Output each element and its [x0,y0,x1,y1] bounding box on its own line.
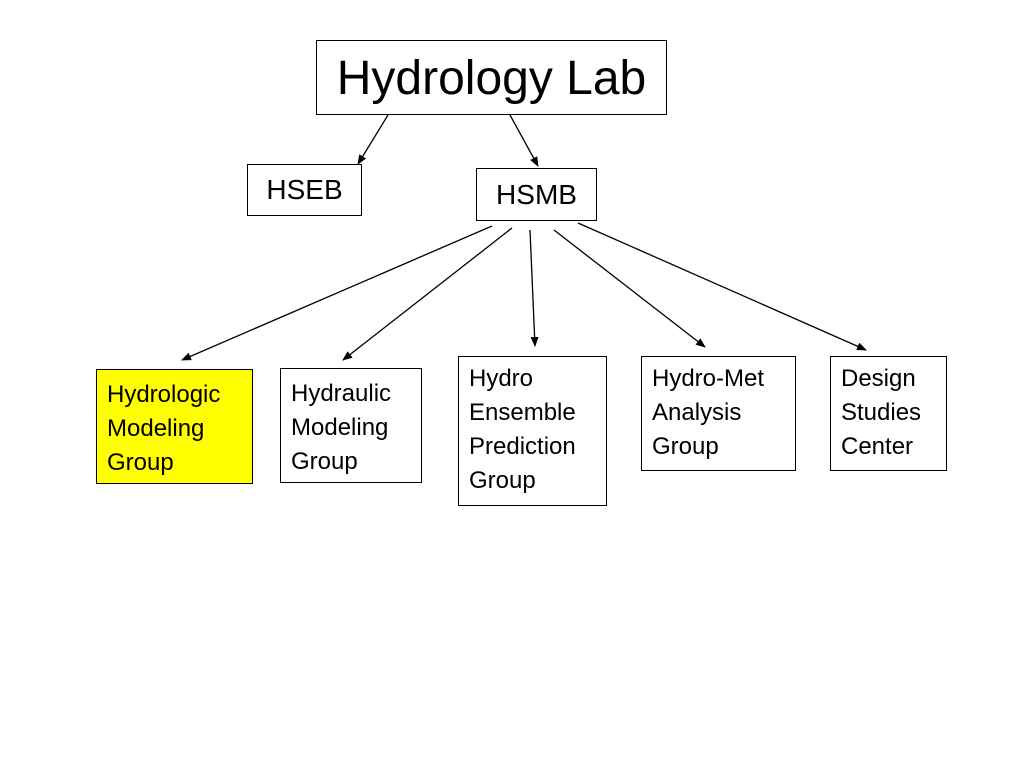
arrow-root-to-hseb [357,114,389,165]
arrow-root-to-hsmb [509,114,539,167]
node-hsmb: HSMB [476,168,597,221]
node-hydraulic-modeling-group: Hydraulic Modeling Group [280,368,422,483]
arrow-hsmb-to-hydrologic [181,225,493,361]
node-hydro-ensemble-prediction-group: Hydro Ensemble Prediction Group [458,356,607,506]
node-hseb: HSEB [247,164,362,216]
node-hydrologic-modeling-group: Hydrologic Modeling Group [96,369,253,484]
node-hydrology-lab: Hydrology Lab [316,40,667,115]
node-design-studies-center: Design Studies Center [830,356,947,471]
arrow-hsmb-to-hepg [529,229,539,347]
arrow-hsmb-to-hydraulic [342,227,513,361]
node-hydro-met-analysis-group: Hydro-Met Analysis Group [641,356,796,471]
arrow-hsmb-to-dsc [577,222,867,351]
arrow-hsmb-to-hma [553,229,706,348]
